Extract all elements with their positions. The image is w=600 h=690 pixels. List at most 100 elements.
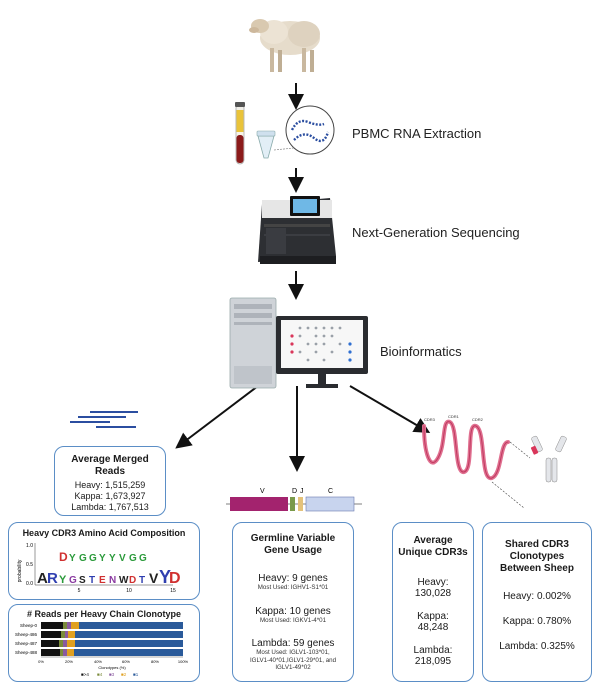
svg-text:D: D <box>59 550 68 564</box>
segment-d <box>290 497 295 511</box>
step-label-sequencing: Next-Generation Sequencing <box>352 225 520 240</box>
svg-text:E: E <box>99 575 106 586</box>
cdr3-logo-title: Heavy CDR3 Amino Acid Composition <box>22 528 186 538</box>
clonotype-xtick: 80% <box>151 659 159 664</box>
svg-text:V: V <box>149 570 159 586</box>
logo-ytick: 0.5 <box>26 562 33 568</box>
cdr3-logo-box: Heavy CDR3 Amino Acid Composition probab… <box>8 522 200 600</box>
sequence-logo: probability 1.0 0.5 0.0 A R D Y Y G G S … <box>17 543 181 594</box>
svg-text:Y: Y <box>99 553 106 564</box>
clonotype-xlabel: Clonotypes (%) <box>98 665 126 670</box>
merged-reads-kappa: Kappa: 1,673,927 <box>74 491 146 501</box>
segment-c <box>305 496 355 512</box>
sequencer-icon <box>258 196 336 264</box>
unique-kappa-value: 48,248 <box>417 622 449 633</box>
svg-text:D: D <box>169 570 181 587</box>
clonotype-row-label: Sheep-488 <box>15 650 38 655</box>
vdjc-gene-diagram: V D J C <box>226 488 362 512</box>
step-label-extraction: PBMC RNA Extraction <box>352 126 482 141</box>
clonotype-bars <box>41 622 183 656</box>
svg-text:Y: Y <box>59 574 67 586</box>
merged-reads-heavy: Heavy: 1,515,259 <box>74 480 146 490</box>
cdr-label: CDR1 <box>448 414 460 419</box>
segment-label-d: D <box>292 488 297 495</box>
svg-text:Y: Y <box>159 567 171 587</box>
clonotype-xtick: 40% <box>94 659 102 664</box>
shared-cdr3-title: Shared CDR3 Clonotypes Between Sheep <box>500 539 574 574</box>
shared-kappa: Kappa: 0.780% <box>502 616 572 627</box>
merged-reads-lambda: Lambda: 1,767,513 <box>71 502 149 512</box>
computer-icon <box>229 297 368 389</box>
segment-label-v: V <box>260 488 265 495</box>
clonotype-xtick: 100% <box>178 659 189 664</box>
unique-cdr3-box: Average Unique CDR3s Heavy: 130,028 Kapp… <box>392 522 474 682</box>
blood-tube-rna-icon <box>235 102 335 165</box>
germline-kappa-most: Most Used: IGKV1-4*01 <box>259 616 327 624</box>
unique-cdr3-title: Average Unique CDR3s <box>398 535 468 558</box>
svg-text:T: T <box>139 575 145 586</box>
svg-text:T: T <box>89 575 95 586</box>
germline-lambda-most: Most Used: IGLV1-103*01, IGLV1-40*01,IGL… <box>249 649 337 671</box>
germline-heavy-most: Most Used: IGHV1-S1*01 <box>257 584 329 591</box>
segment-v <box>230 497 288 511</box>
unique-kappa-label: Kappa: <box>417 611 449 622</box>
reads-lines-icon <box>70 411 138 428</box>
segment-label-c: C <box>328 488 333 495</box>
clonotype-row-label: Sheep-487 <box>15 641 38 646</box>
logo-ytick: 0.0 <box>26 581 33 587</box>
svg-text:A: A <box>37 570 48 587</box>
cdr-label: CDR2 <box>472 417 484 422</box>
antibody-cdr-icon: CDR3 CDR1 CDR2 <box>422 414 567 509</box>
svg-text:S: S <box>79 575 86 586</box>
clonotype-legend-item: ■1 <box>133 672 139 677</box>
logo-ylabel: probability <box>17 559 23 582</box>
clonotype-box: # Reads per Heavy Chain Clonotype Sheep-… <box>8 604 200 682</box>
svg-text:G: G <box>79 553 87 564</box>
segment-j <box>298 497 303 511</box>
clonotype-legend-item: ■>4 <box>81 672 89 677</box>
svg-text:G: G <box>69 575 77 586</box>
germline-lambda: Lambda: 59 genes <box>251 638 335 649</box>
clonotype-xtick: 20% <box>65 659 73 664</box>
germline-box: Germline Variable Gene Usage Heavy: 9 ge… <box>232 522 354 682</box>
svg-text:Y: Y <box>109 553 116 564</box>
clonotype-legend-item: ■2 <box>121 672 127 677</box>
clonotype-xtick: 60% <box>122 659 130 664</box>
unique-heavy-label: Heavy: <box>417 577 449 588</box>
svg-text:G: G <box>89 553 97 564</box>
clonotype-xtick: 0% <box>38 659 44 664</box>
step-label-bioinformatics: Bioinformatics <box>380 344 462 359</box>
germline-heavy: Heavy: 9 genes <box>258 573 328 584</box>
clonotype-title: # Reads per Heavy Chain Clonotype <box>26 609 182 619</box>
clonotype-legend-item: ■3 <box>109 672 115 677</box>
svg-text:D: D <box>129 575 136 586</box>
shared-cdr3-box: Shared CDR3 Clonotypes Between Sheep Hea… <box>482 522 592 682</box>
logo-ytick: 1.0 <box>26 543 33 549</box>
svg-text:W: W <box>119 575 129 586</box>
arrow-to-right-branch <box>349 385 431 434</box>
shared-heavy: Heavy: 0.002% <box>503 591 571 602</box>
svg-text:R: R <box>47 570 58 587</box>
svg-text:V: V <box>119 553 126 564</box>
merged-reads-title: Average Merged Reads <box>71 454 149 477</box>
sheep-icon <box>249 19 320 72</box>
clonotype-bar-chart: Sheep-0 Sheep-486 Sheep-487 Sheep-488 0%… <box>15 622 189 677</box>
unique-heavy-value: 130,028 <box>414 588 452 599</box>
svg-text:G: G <box>139 553 147 564</box>
merged-reads-box: Average Merged Reads Heavy: 1,515,259 Ka… <box>54 446 166 516</box>
arrow-to-left-branch <box>175 385 259 449</box>
logo-xtick: 15 <box>170 588 176 594</box>
clonotype-row-label: Sheep-0 <box>20 623 38 628</box>
clonotype-legend-item: ■4 <box>97 672 103 677</box>
segment-label-j: J <box>300 488 304 495</box>
clonotype-row-label: Sheep-486 <box>15 632 38 637</box>
logo-xtick: 5 <box>78 588 81 594</box>
svg-text:N: N <box>109 575 116 586</box>
germline-kappa: Kappa: 10 genes <box>255 605 331 617</box>
shared-lambda: Lambda: 0.325% <box>499 641 575 652</box>
unique-lambda-value: 218,095 <box>414 656 452 667</box>
germline-title: Germline Variable Gene Usage <box>250 533 336 556</box>
svg-text:G: G <box>129 553 137 564</box>
svg-text:Y: Y <box>69 553 76 564</box>
